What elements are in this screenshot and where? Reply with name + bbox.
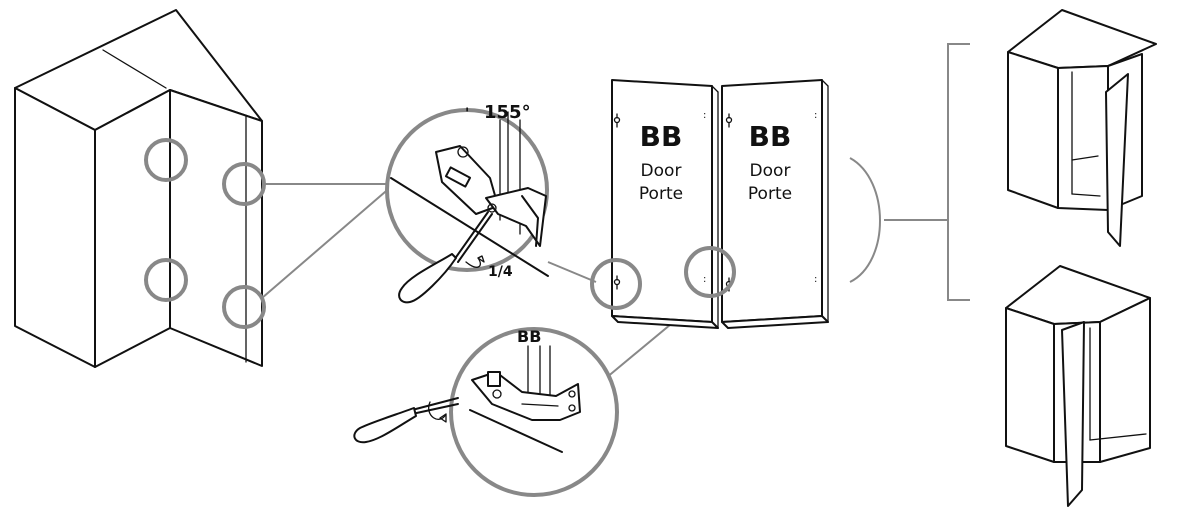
finished-cabinet-left-door-open bbox=[1005, 265, 1151, 507]
hinge-callout-circle bbox=[590, 258, 642, 310]
hinge-label: BB bbox=[517, 327, 541, 346]
hinge-adjustment-detail: ' 155° 1/4 bbox=[385, 102, 549, 304]
door-label-en: Door bbox=[641, 161, 682, 181]
turn-label: 1/4 bbox=[488, 264, 513, 280]
door-panel-right: : : BB Door Porte bbox=[721, 79, 829, 329]
svg-text::: : bbox=[814, 110, 817, 121]
cabinet-left-door bbox=[94, 89, 171, 368]
door-label-fr: Porte bbox=[639, 184, 683, 204]
door-label-fr: Porte bbox=[748, 184, 792, 204]
result-brace bbox=[849, 157, 881, 283]
leader-line bbox=[547, 261, 597, 283]
hinge-callout-circle bbox=[144, 258, 188, 302]
svg-text::: : bbox=[703, 274, 706, 285]
angle-marker-tick: ' bbox=[465, 106, 469, 122]
angle-label: 155° bbox=[484, 102, 531, 123]
door-code: BB bbox=[749, 120, 792, 153]
leader-line bbox=[261, 185, 393, 299]
hinge-callout-circle bbox=[684, 246, 736, 298]
screwdriver-icon bbox=[353, 397, 459, 444]
cup-hinge-icon bbox=[435, 145, 547, 247]
cabinet-left-side bbox=[14, 87, 96, 368]
bb-hinge-icon bbox=[471, 371, 581, 421]
door-label-en: Door bbox=[750, 161, 791, 181]
corner-cabinet-illustration bbox=[14, 9, 266, 368]
svg-text::: : bbox=[814, 274, 817, 285]
result-bracket bbox=[947, 43, 970, 301]
door-panel-left: : : BB Door Porte bbox=[611, 79, 719, 329]
bb-hinge-detail: BB bbox=[353, 327, 619, 497]
screwdriver-icon bbox=[398, 211, 493, 304]
cabinet-right-door bbox=[169, 89, 263, 367]
door-code: BB bbox=[640, 120, 683, 153]
hinge-callout-circle bbox=[222, 285, 266, 329]
hinge-callout-circle bbox=[144, 138, 188, 182]
svg-text::: : bbox=[703, 110, 706, 121]
finished-cabinet-right-door-open bbox=[1007, 9, 1157, 247]
